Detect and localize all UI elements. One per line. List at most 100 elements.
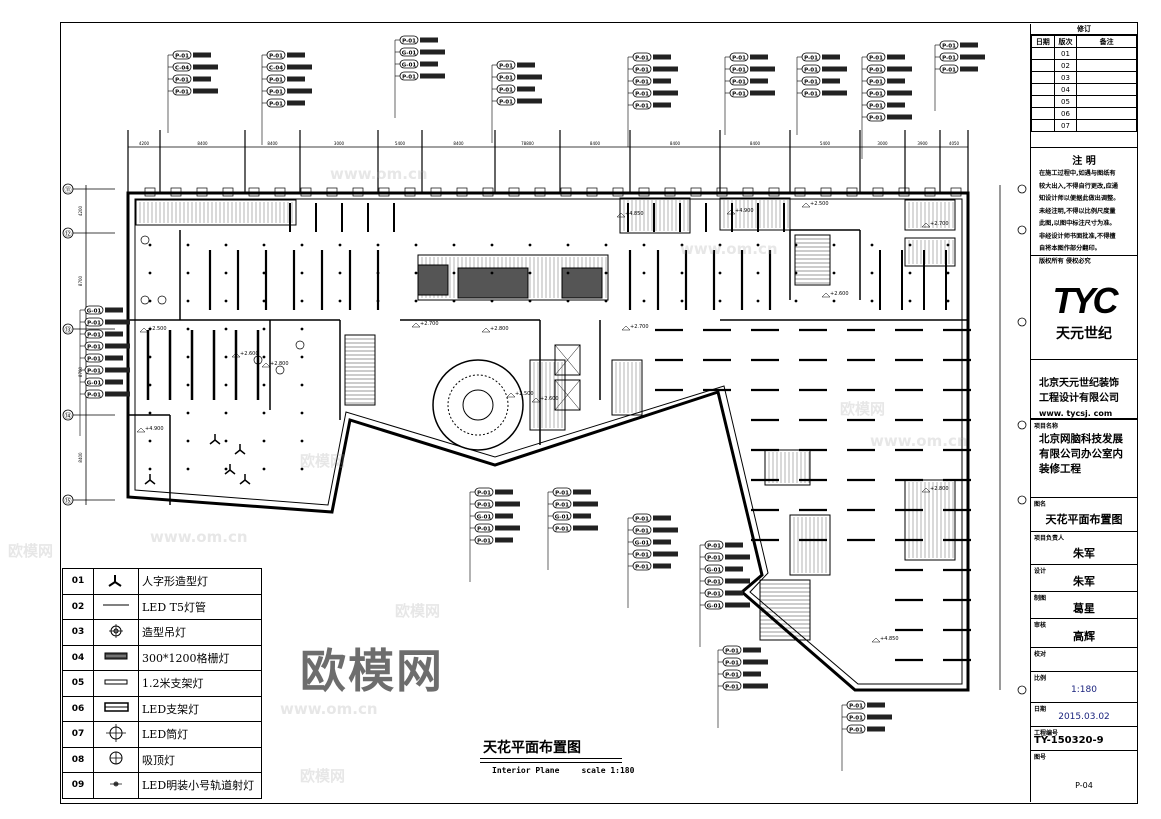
callout-code: P-01 — [269, 53, 283, 59]
column-pier — [222, 187, 234, 197]
downlight — [376, 271, 380, 275]
elevation-label: +4.850 — [880, 636, 899, 642]
downlight — [186, 383, 190, 387]
revision-row: 07 — [1031, 119, 1137, 132]
downlight — [148, 411, 152, 415]
callout-tag — [496, 96, 516, 106]
column-pier — [170, 187, 182, 197]
callout-tag — [939, 40, 959, 50]
ceiling-panel — [611, 359, 643, 416]
callout-code: P-01 — [732, 55, 746, 61]
t5-tube-icon — [93, 593, 139, 620]
subtitle-text: Interior Plane — [492, 766, 560, 775]
callout-code: P-01 — [849, 727, 863, 733]
callout-code: G-01 — [555, 514, 570, 520]
revision-date — [1031, 95, 1055, 108]
callout-code: P-01 — [725, 648, 739, 654]
downlight — [946, 271, 950, 275]
column-pier — [846, 187, 858, 197]
note-line: 较大出入,不得自行更改,应通 — [1039, 182, 1118, 190]
callout-code: P-01 — [477, 526, 491, 532]
legend-label: 1.2米支架灯 — [138, 670, 262, 697]
legend-label: LED明装小号轨道射灯 — [138, 772, 262, 799]
dimension-label: 5400 — [820, 141, 831, 146]
callout-description-glyphs — [750, 66, 775, 72]
ceiling-panel — [904, 199, 956, 231]
callout-description-glyphs — [573, 501, 598, 507]
column-pier — [404, 187, 416, 197]
callout-tag — [632, 549, 652, 559]
callout-code: P-01 — [869, 103, 883, 109]
callout-tag — [939, 64, 959, 74]
callout-code: P-01 — [477, 490, 491, 496]
downlight — [718, 271, 722, 275]
bracket-lamp-icon — [93, 670, 139, 697]
legend-label: LED支架灯 — [138, 695, 262, 722]
downlight — [566, 299, 570, 303]
callout-tag — [704, 552, 724, 562]
callout-tag — [632, 513, 652, 523]
callout-description-glyphs — [287, 76, 305, 82]
callout-code: P-01 — [87, 320, 101, 326]
downlight — [300, 383, 304, 387]
downlight — [224, 327, 228, 331]
column-pier — [482, 187, 494, 197]
callout-description-glyphs — [105, 307, 123, 313]
downlight — [756, 271, 760, 275]
legend-number: 08 — [62, 746, 94, 773]
callout-tag — [496, 60, 516, 70]
elevation-label: +2.700 — [630, 324, 649, 330]
callout-group: P-01P-01P-01P-01P-01P-01 — [861, 52, 912, 159]
callout-description-glyphs — [287, 100, 305, 106]
downlight — [262, 243, 266, 247]
revision-date — [1031, 59, 1055, 72]
elevation-marker — [921, 222, 931, 228]
callout-description-glyphs — [193, 76, 211, 82]
elevation-marker — [616, 212, 626, 218]
elevation-marker — [726, 209, 736, 215]
callout-code: P-01 — [869, 79, 883, 85]
callout-code: P-01 — [725, 660, 739, 666]
callout-tag — [866, 76, 886, 86]
column-pier — [950, 187, 962, 197]
callout-code: P-01 — [175, 53, 189, 59]
designer-name: 朱军 — [1073, 575, 1095, 588]
downlight — [300, 327, 304, 331]
callout-code: P-01 — [635, 516, 649, 522]
downlight — [262, 411, 266, 415]
revision-date — [1031, 119, 1055, 132]
logo-section: TYC 天元世纪 — [1031, 256, 1137, 360]
checker-label: 校对 — [1034, 651, 1047, 658]
column-pier — [742, 187, 754, 197]
downlight — [300, 439, 304, 443]
callout-tag — [399, 47, 419, 57]
callout-tag — [172, 74, 192, 84]
revision-row: 04 — [1031, 83, 1137, 96]
pendant-lamp-icon — [93, 619, 139, 646]
elevation-label: +2.600 — [830, 291, 849, 297]
revision-remark — [1076, 107, 1137, 120]
callout-code: G-01 — [635, 540, 650, 546]
callout-description-glyphs — [887, 102, 905, 108]
callout-description-glyphs — [725, 602, 750, 608]
project-line: 装修工程 — [1039, 463, 1081, 475]
downlight — [224, 355, 228, 359]
callout-tag — [866, 100, 886, 110]
elevation-marker — [621, 325, 631, 331]
stairwell — [759, 579, 811, 641]
callout-code: P-01 — [477, 502, 491, 508]
dimension-label: 3000 — [877, 141, 888, 146]
callout-tag — [704, 600, 724, 610]
callout-code: P-01 — [269, 101, 283, 107]
column-pier — [820, 187, 832, 197]
revision-header: 版次 — [1053, 35, 1078, 48]
downlight — [186, 327, 190, 331]
callout-description-glyphs — [750, 54, 768, 60]
callout-tag — [729, 52, 749, 62]
legend-number: 03 — [62, 619, 94, 646]
column-pier — [508, 187, 520, 197]
legend-number: 07 — [62, 721, 94, 748]
downlight — [262, 327, 266, 331]
y-shape-lamp-icon — [93, 568, 139, 595]
elevation-label: +2.600 — [240, 351, 259, 357]
